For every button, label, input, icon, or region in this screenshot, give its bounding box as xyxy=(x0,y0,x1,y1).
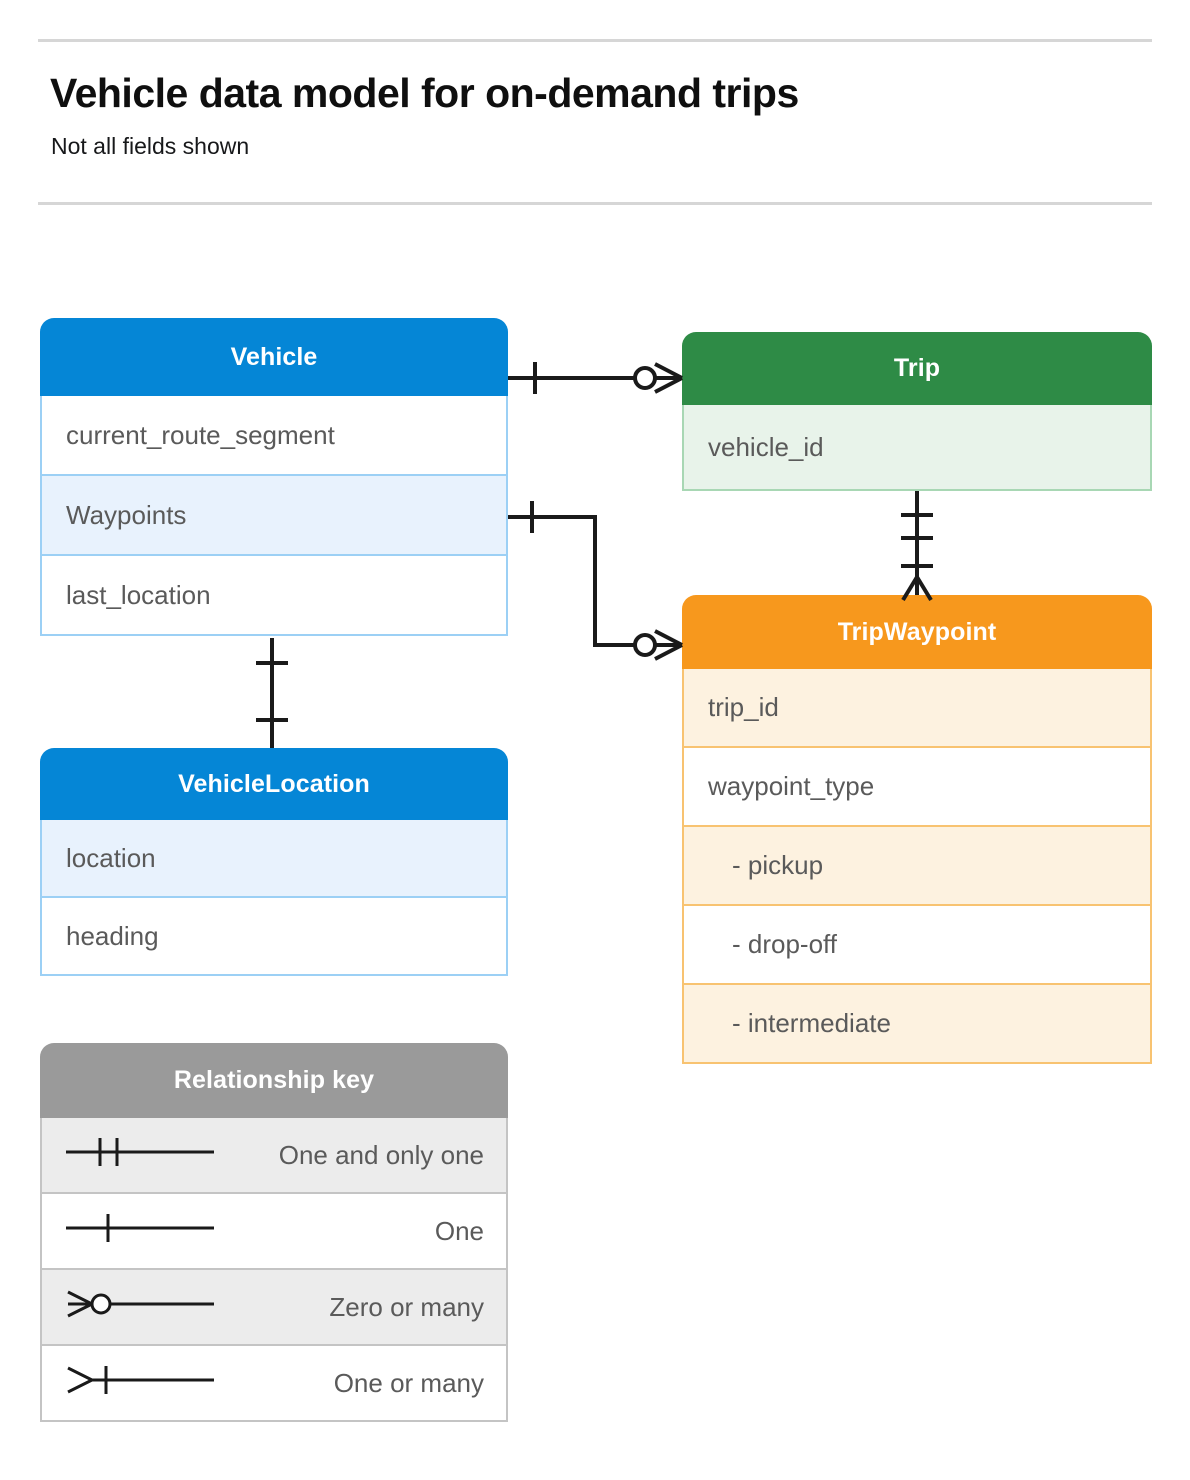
one-icon xyxy=(62,1208,222,1255)
field-row-heading[interactable]: heading xyxy=(40,898,508,976)
field-row-intermediate[interactable]: - intermediate xyxy=(682,985,1152,1064)
zero-or-many-icon xyxy=(62,1284,222,1331)
legend-item-zero-or-many: Zero or many xyxy=(40,1270,508,1346)
field-row-last-location[interactable]: last_location xyxy=(40,556,508,636)
legend-item-one: One xyxy=(40,1194,508,1270)
legend-label: One or many xyxy=(333,1367,484,1398)
field-row-waypoint-type[interactable]: waypoint_type xyxy=(682,748,1152,827)
header-divider-top xyxy=(38,39,1152,42)
entity-card-trip[interactable]: Trip vehicle_id xyxy=(682,332,1152,491)
legend-item-one-and-only-one: One and only one xyxy=(40,1118,508,1194)
header-divider-bottom xyxy=(38,202,1152,205)
field-row-current-route-segment[interactable]: current_route_segment xyxy=(40,396,508,476)
legend-item-one-or-many: One or many xyxy=(40,1346,508,1422)
legend-label: One xyxy=(434,1215,484,1246)
connector-vehicle-trip xyxy=(508,362,683,394)
field-row-vehicle-id[interactable]: vehicle_id xyxy=(682,405,1152,491)
entity-title-vehicle: Vehicle xyxy=(40,318,508,396)
entity-title-vehiclelocation: VehicleLocation xyxy=(40,748,508,820)
one-or-many-icon xyxy=(62,1360,222,1407)
legend-label: Zero or many xyxy=(329,1291,484,1322)
field-row-pickup[interactable]: - pickup xyxy=(682,827,1152,906)
page-title: Vehicle data model for on-demand trips xyxy=(50,70,799,116)
connector-waypoints-tripwaypoint xyxy=(508,501,683,661)
one-and-only-one-icon xyxy=(62,1132,222,1179)
entity-title-tripwaypoint: TripWaypoint xyxy=(682,595,1152,669)
field-row-trip-id[interactable]: trip_id xyxy=(682,669,1152,748)
entity-title-trip: Trip xyxy=(682,332,1152,405)
field-row-drop-off[interactable]: - drop-off xyxy=(682,906,1152,985)
field-row-location[interactable]: location xyxy=(40,820,508,898)
page-header: Vehicle data model for on-demand trips N… xyxy=(0,0,1190,210)
legend-title: Relationship key xyxy=(40,1043,508,1118)
entity-card-vehicle[interactable]: Vehicle current_route_segment Waypoints … xyxy=(40,318,508,636)
entity-card-tripwaypoint[interactable]: TripWaypoint trip_id waypoint_type - pic… xyxy=(682,595,1152,1064)
connector-trip-tripwaypoint xyxy=(901,491,933,602)
legend-label: One and only one xyxy=(278,1139,484,1170)
relationship-key-legend: Relationship key One and only one One xyxy=(40,1043,508,1422)
entity-card-vehiclelocation[interactable]: VehicleLocation location heading xyxy=(40,748,508,976)
field-row-waypoints[interactable]: Waypoints xyxy=(40,476,508,556)
connector-vehicle-vehiclelocation xyxy=(256,638,288,748)
page-subtitle: Not all fields shown xyxy=(51,133,250,159)
